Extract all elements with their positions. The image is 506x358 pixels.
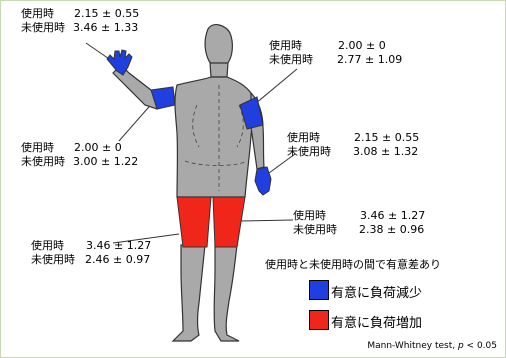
legend-title: 使用時と未使用時の間で有意差あり bbox=[265, 256, 441, 272]
legend-increase-label: 有意に負荷増加 bbox=[331, 312, 422, 331]
neck bbox=[210, 63, 228, 77]
legend-item-increase: 有意に負荷増加 bbox=[309, 310, 479, 332]
left-hand-decrease-region bbox=[107, 50, 132, 75]
statistical-test-note: Mann-Whitney test, p < 0.05 bbox=[367, 341, 497, 351]
nonuse-label: 未使用時 bbox=[21, 155, 65, 169]
nonuse-value: 2.77 ± 1.09 bbox=[337, 53, 402, 67]
annotation-right-hand: 使用時 2.15 ± 0.55 未使用時 3.08 ± 1.32 bbox=[287, 131, 419, 159]
leader-line-right-thigh bbox=[239, 220, 293, 221]
use-value: 2.00 ± 0 bbox=[338, 39, 386, 53]
legend: 使用時と未使用時の間で有意差あり 有意に負荷減少 有意に負荷増加 bbox=[265, 256, 441, 272]
left-thigh-increase-region bbox=[177, 197, 211, 247]
use-value: 3.46 ± 1.27 bbox=[360, 209, 425, 223]
use-value: 2.00 ± 0 bbox=[74, 141, 122, 155]
human-body-figure bbox=[113, 25, 264, 341]
annotation-right-thigh: 使用時 3.46 ± 1.27 未使用時 2.38 ± 0.96 bbox=[293, 209, 425, 237]
use-value: 2.15 ± 0.55 bbox=[354, 131, 419, 145]
nonuse-label: 未使用時 bbox=[21, 21, 65, 35]
legend-decrease-label: 有意に負荷減少 bbox=[331, 282, 422, 301]
annotation-left-thigh: 使用時 3.46 ± 1.27 未使用時 2.46 ± 0.97 bbox=[31, 239, 151, 267]
nonuse-label: 未使用時 bbox=[31, 253, 75, 267]
use-label: 使用時 bbox=[21, 7, 54, 21]
legend-item-decrease: 有意に負荷減少 bbox=[309, 280, 479, 302]
decrease-swatch bbox=[309, 280, 329, 300]
use-label: 使用時 bbox=[269, 39, 302, 53]
test-name: Mann-Whitney test, bbox=[367, 341, 458, 351]
annotation-right-upper-arm: 使用時 2.00 ± 0 未使用時 2.77 ± 1.09 bbox=[269, 39, 402, 67]
nonuse-value: 2.46 ± 0.97 bbox=[85, 253, 150, 267]
use-value: 2.15 ± 0.55 bbox=[74, 7, 139, 21]
use-label: 使用時 bbox=[287, 131, 320, 145]
annotation-left-upper-arm: 使用時 2.00 ± 0 未使用時 3.00 ± 1.22 bbox=[21, 141, 138, 169]
right-thigh-increase-region bbox=[213, 197, 245, 247]
use-value: 3.46 ± 1.27 bbox=[86, 239, 151, 253]
nonuse-value: 3.00 ± 1.22 bbox=[73, 155, 138, 169]
nonuse-label: 未使用時 bbox=[269, 53, 313, 67]
use-label: 使用時 bbox=[31, 239, 64, 253]
p-threshold: < 0.05 bbox=[464, 341, 497, 351]
head bbox=[205, 25, 232, 67]
nonuse-label: 未使用時 bbox=[293, 223, 337, 237]
right-hand-decrease-region bbox=[255, 167, 271, 195]
nonuse-label: 未使用時 bbox=[287, 145, 331, 159]
right-lower-leg bbox=[214, 245, 239, 341]
increase-swatch bbox=[309, 310, 329, 330]
use-label: 使用時 bbox=[21, 141, 54, 155]
use-label: 使用時 bbox=[293, 209, 326, 223]
left-lower-leg bbox=[173, 245, 205, 341]
nonuse-value: 2.38 ± 0.96 bbox=[359, 223, 424, 237]
nonuse-value: 3.08 ± 1.32 bbox=[353, 145, 418, 159]
nonuse-value: 3.46 ± 1.33 bbox=[73, 21, 138, 35]
torso bbox=[175, 77, 253, 197]
annotation-left-hand: 使用時 2.15 ± 0.55 未使用時 3.46 ± 1.33 bbox=[21, 7, 139, 35]
